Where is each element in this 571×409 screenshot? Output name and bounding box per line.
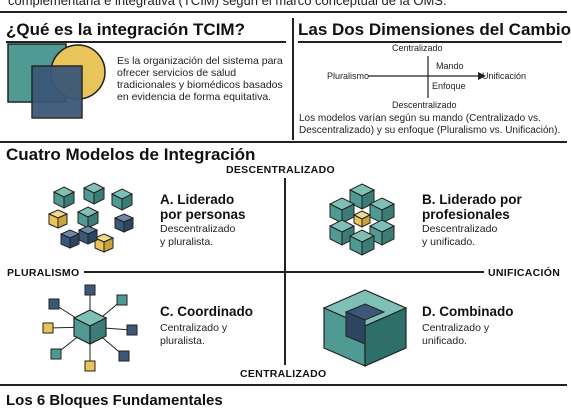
- bottom-divider: [0, 384, 567, 386]
- model-b-title: B. Liderado por profesionales: [422, 192, 522, 222]
- dimension-cross-arrows: [368, 56, 486, 98]
- dimension-bottom-label: Descentralizado: [392, 100, 457, 110]
- section4-title: Los 6 Bloques Fundamentales: [6, 392, 223, 409]
- model-a-description: Descentralizado y pluralista.: [160, 223, 236, 248]
- combined-block-icon: [322, 289, 408, 367]
- dimension-top-label: Centralizado: [392, 43, 443, 53]
- axis-bottom-label: CENTRALIZADO: [240, 368, 327, 380]
- section3-title: Cuatro Modelos de Integración: [6, 145, 256, 164]
- top-caption: complementaria e integrativa (TCIM) segú…: [8, 0, 447, 8]
- dimension-mando-label: Mando: [436, 61, 464, 71]
- model-d-description: Centralizado y unificado.: [422, 322, 490, 347]
- dimension-left-label: Pluralismo: [327, 71, 370, 81]
- model-b-description: Descentralizado y unificado.: [422, 223, 498, 248]
- dimension-enfoque-label: Enfoque: [432, 81, 466, 91]
- section2-note: Los modelos varían según su mando (Centr…: [299, 113, 561, 136]
- axis-left-label: PLURALISMO: [7, 267, 80, 279]
- model-c-description: Centralizado y pluralista.: [160, 322, 228, 347]
- quadrant-horizontal-axis: [84, 271, 484, 273]
- section1-title: ¿Qué es la integración TCIM?: [6, 20, 245, 39]
- axis-top-label: DESCENTRALIZADO: [226, 164, 335, 176]
- axis-right-label: UNIFICACIÓN: [488, 267, 561, 279]
- section2-title: Las Dos Dimensiones del Cambio: [298, 20, 571, 39]
- top-divider: [0, 11, 567, 13]
- scattered-cubes-icon: [48, 182, 134, 253]
- clustered-cubes-icon: [329, 183, 395, 256]
- section1-underline: [6, 41, 286, 43]
- network-hub-icon: [42, 284, 138, 372]
- integration-venn-icon: [7, 43, 106, 119]
- sections-divider: [292, 18, 294, 140]
- section-break: [0, 141, 567, 143]
- model-d-title: D. Combinado: [422, 304, 514, 319]
- model-a-title: A. Liderado por personas: [160, 192, 246, 222]
- section2-underline: [298, 41, 562, 43]
- section1-description: Es la organización del sistema para ofre…: [117, 55, 283, 103]
- dimension-right-label: Unificación: [482, 71, 527, 81]
- model-c-title: C. Coordinado: [160, 304, 253, 319]
